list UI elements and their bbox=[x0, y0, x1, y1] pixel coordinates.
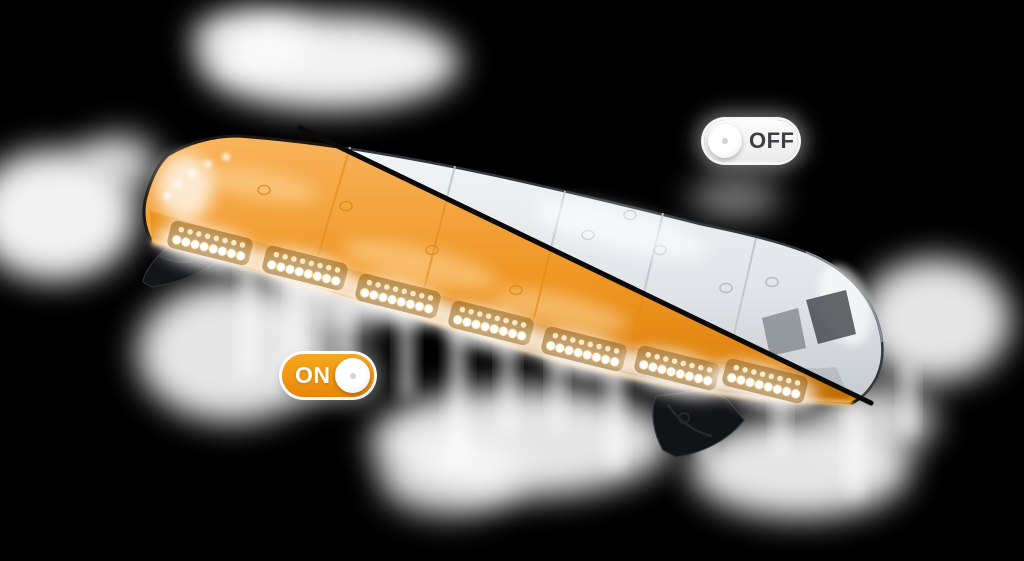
left-cap-lit-leds bbox=[157, 153, 230, 222]
toggle-off-knob[interactable] bbox=[708, 124, 742, 158]
toggle-off-label: OFF bbox=[749, 128, 795, 153]
light-glow-streaks bbox=[242, 255, 914, 497]
lightbar-on-section bbox=[142, 134, 884, 419]
end-cap-details bbox=[762, 251, 883, 356]
toggle-on-knob[interactable] bbox=[335, 358, 370, 393]
toggle-on[interactable]: ON bbox=[282, 354, 374, 397]
toggle-on-label: ON bbox=[295, 362, 331, 388]
mounting-foot-right bbox=[652, 390, 745, 458]
roof-screws-amber bbox=[257, 184, 523, 296]
toggle-off[interactable]: OFF bbox=[704, 120, 798, 162]
on-off-divider-line bbox=[297, 125, 874, 406]
light-glow-patches bbox=[0, 10, 1011, 518]
